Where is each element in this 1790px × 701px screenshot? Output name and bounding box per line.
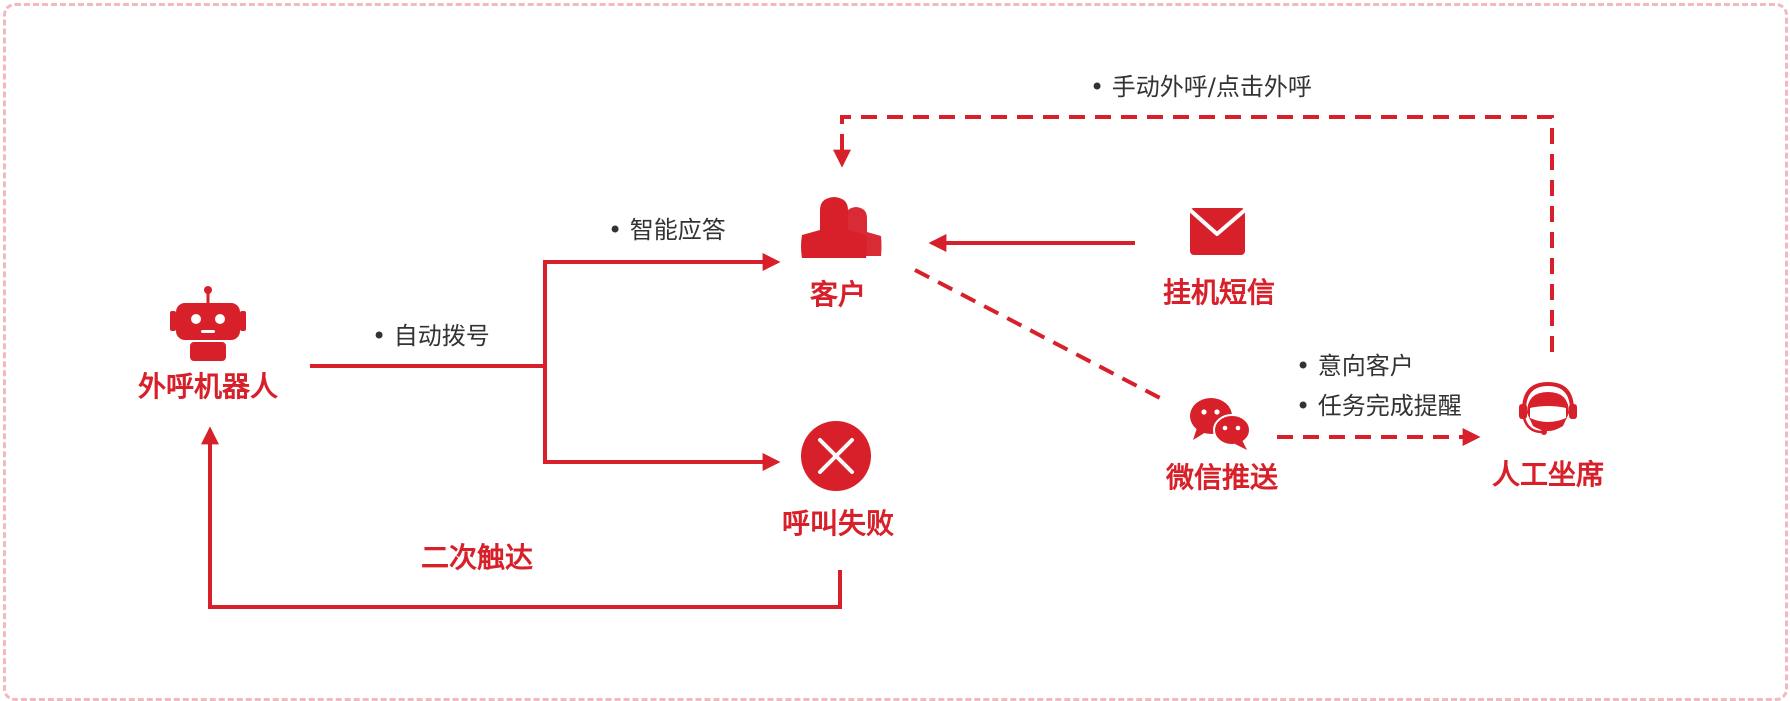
edge-label-task-reminder: • 任务完成提醒 — [1296, 392, 1462, 420]
envelope-icon — [1188, 208, 1247, 255]
edge-label-manual-call: • 手动外呼/点击外呼 — [1090, 73, 1312, 101]
edge-agent-to-customer — [833, 115, 1554, 352]
edge-branch-to-call-failed — [543, 366, 781, 471]
diagram-frame — [3, 3, 1788, 701]
node-robot-label: 外呼机器人 — [138, 370, 278, 403]
node-wechat-push-label: 微信推送 — [1165, 461, 1278, 494]
edge-customer-to-wechat — [914, 268, 1161, 400]
users-icon — [801, 197, 882, 258]
edge-branch-to-customer — [543, 253, 781, 366]
headset-agent-icon — [1519, 381, 1577, 435]
node-call-failed-label: 呼叫失败 — [782, 507, 894, 540]
close-circle-icon — [801, 421, 871, 491]
edge-label-auto-dial: • 自动拨号 — [372, 322, 490, 350]
edge-call-failed-to-robot — [201, 426, 842, 609]
node-customer-label: 客户 — [810, 278, 866, 311]
edge-label-intent-customer: • 意向客户 — [1296, 352, 1414, 380]
node-agent-label: 人工坐席 — [1492, 458, 1604, 491]
node-hangup-sms-label: 挂机短信 — [1163, 276, 1275, 309]
wechat-icon — [1190, 398, 1251, 450]
robot-icon — [170, 286, 246, 361]
edge-label-second-reach: 二次触达 — [421, 541, 533, 574]
connectors — [201, 115, 1554, 609]
edge-label-smart-answer: • 智能应答 — [608, 216, 726, 244]
